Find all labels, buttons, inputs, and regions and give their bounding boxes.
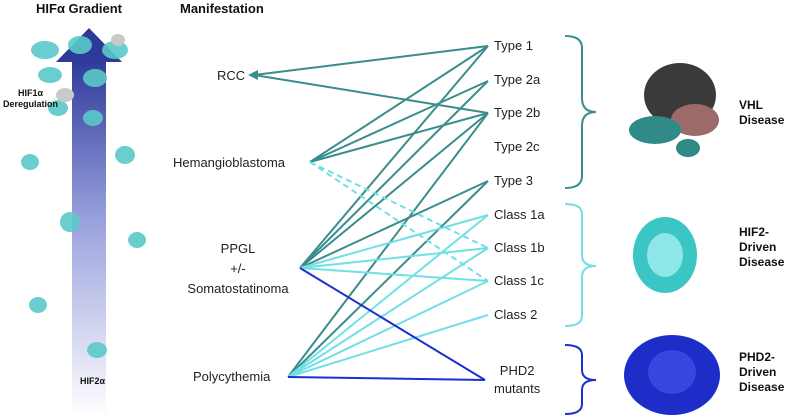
hif1-protein-icons — [56, 34, 125, 102]
manifestation-polycythemia: Polycythemia — [193, 369, 271, 384]
phd2-protein-structure — [624, 335, 720, 415]
class-1a: Class 1a — [494, 207, 545, 222]
type-2c: Type 2c — [494, 139, 540, 154]
manifestation-hemangioblastoma: Hemangioblastoma — [173, 155, 286, 170]
rcc-arrowhead — [248, 70, 258, 80]
phd2-brace — [564, 344, 597, 415]
phd2-disease-label: PHD2- Driven Disease — [739, 350, 785, 394]
phd2-mutants: PHD2 mutants — [494, 363, 541, 396]
vhl-connections — [253, 45, 489, 378]
phd2-connections — [287, 267, 486, 381]
hif-protein-icons — [21, 36, 146, 358]
class-1b: Class 1b — [494, 240, 545, 255]
manifestation-header: Manifestation — [180, 1, 264, 16]
class-1c: Class 1c — [494, 273, 544, 288]
type-1: Type 1 — [494, 38, 534, 53]
class-2: Class 2 — [494, 307, 538, 322]
vhl-protein-structure — [629, 63, 719, 157]
manifestation-ppgl: PPGL +/- Somatostatinoma — [187, 241, 289, 296]
hif1-deregulation-label: HIF1α Deregulation — [3, 88, 59, 109]
hif2-connections — [287, 161, 489, 378]
vhl-disease-label: VHL Disease — [739, 98, 785, 127]
hif2-disease-label: HIF2- Driven Disease — [739, 225, 785, 269]
type-2b: Type 2b — [494, 105, 541, 120]
manifestation-rcc: RCC — [217, 68, 246, 83]
vhl-brace — [564, 35, 597, 189]
hif2-protein-structure — [633, 217, 697, 293]
gradient-header: HIFα Gradient — [36, 1, 122, 16]
type-2a: Type 2a — [494, 72, 541, 87]
type-3: Type 3 — [494, 173, 534, 188]
hif2-label: HIF2α — [80, 376, 106, 386]
hif2-brace — [564, 203, 597, 327]
